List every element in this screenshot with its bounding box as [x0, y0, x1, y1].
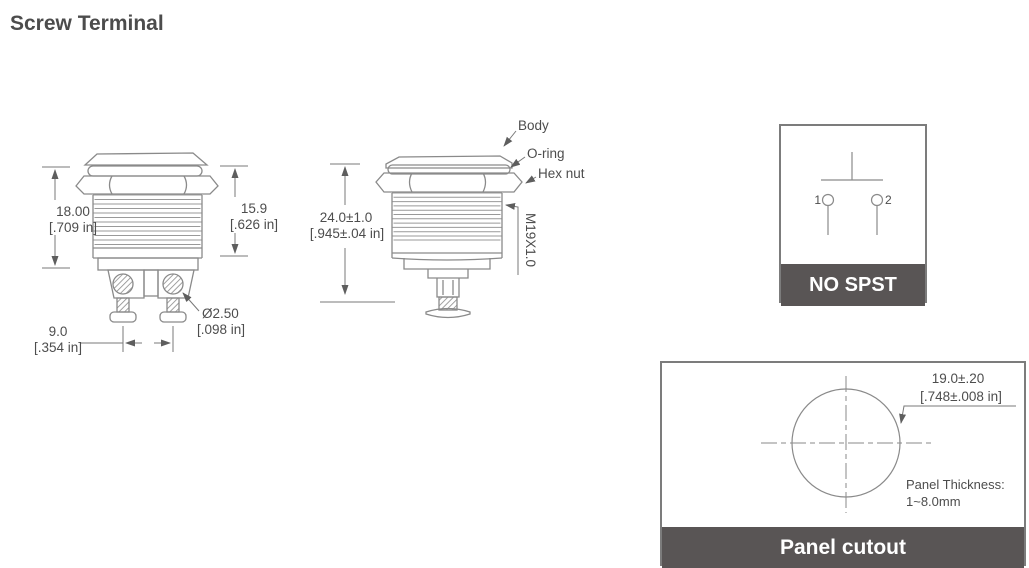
circuit-diagram: 1 2	[814, 152, 892, 235]
terminal-1-label: 1	[814, 193, 821, 207]
cutout-dim-in: [.748±.008 in]	[920, 389, 1002, 404]
centerlines	[761, 376, 931, 513]
side-view-drawing: 18.00 [.709 in] 15.9 [.626 in] 9.0 [.354…	[34, 152, 278, 355]
label-oring: O-ring	[527, 146, 565, 161]
dimension-upper-height	[220, 165, 248, 257]
body-base-shape	[92, 195, 203, 271]
thread-spec-label: M19X1.0	[523, 213, 538, 267]
panel-cutout-drawing-area: 19.0±.20 [.748±.008 in] Panel Thickness:…	[662, 363, 1024, 527]
cutout-dim-mm: 19.0±.20	[932, 371, 984, 386]
dim-terminal-in: [.098 in]	[197, 322, 245, 337]
label-leaders	[503, 130, 537, 275]
panel-thickness-label: Panel Thickness:	[906, 477, 1005, 492]
thread-shape	[392, 192, 502, 241]
label-body: Body	[518, 118, 549, 133]
dim-total-in: [.945±.04 in]	[310, 226, 384, 241]
circuit-box: 1 2 NO SPST	[779, 124, 927, 306]
terminal-2-label: 2	[885, 193, 892, 207]
circuit-caption: NO SPST	[781, 264, 925, 306]
front-view-drawing: 24.0±1.0 [.945±.04 in] Body O-ring Hex n…	[310, 118, 585, 319]
dimension-overall-height	[42, 166, 70, 269]
dim-height-mm: 18.00	[56, 204, 90, 219]
panel-cutout-caption: Panel cutout	[662, 527, 1024, 568]
page-title: Screw Terminal	[10, 12, 164, 35]
dim-height-in: [.709 in]	[49, 220, 97, 235]
dim-terminal-mm: Ø2.50	[202, 306, 239, 321]
dimension-terminal-spacing	[80, 326, 174, 352]
hex-nut-shape	[375, 172, 523, 193]
thread-shape	[93, 194, 202, 245]
circuit-drawing-area: 1 2	[781, 126, 925, 264]
cap-shape	[385, 155, 513, 175]
dim-spacing-mm: 9.0	[49, 324, 68, 339]
hex-nut-shape	[75, 175, 219, 195]
panel-cutout-drawing: 19.0±.20 [.748±.008 in] Panel Thickness:…	[761, 371, 1016, 513]
diameter-leader	[899, 405, 1016, 424]
cap-shape	[83, 152, 209, 177]
dimension-total-height	[320, 163, 395, 303]
dim-upper-mm: 15.9	[241, 201, 267, 216]
dim-upper-in: [.626 in]	[230, 217, 278, 232]
label-hexnut: Hex nut	[538, 166, 585, 181]
switch-symbol	[821, 152, 884, 235]
panel-thickness-value: 1~8.0mm	[906, 494, 961, 509]
dim-total-mm: 24.0±1.0	[320, 210, 372, 225]
body-base-shape	[391, 193, 503, 319]
screw-terminals-shape	[107, 269, 195, 323]
panel-cutout-box: 19.0±.20 [.748±.008 in] Panel Thickness:…	[660, 361, 1026, 568]
dim-spacing-in: [.354 in]	[34, 340, 82, 355]
dimension-terminal-diameter	[182, 292, 200, 312]
